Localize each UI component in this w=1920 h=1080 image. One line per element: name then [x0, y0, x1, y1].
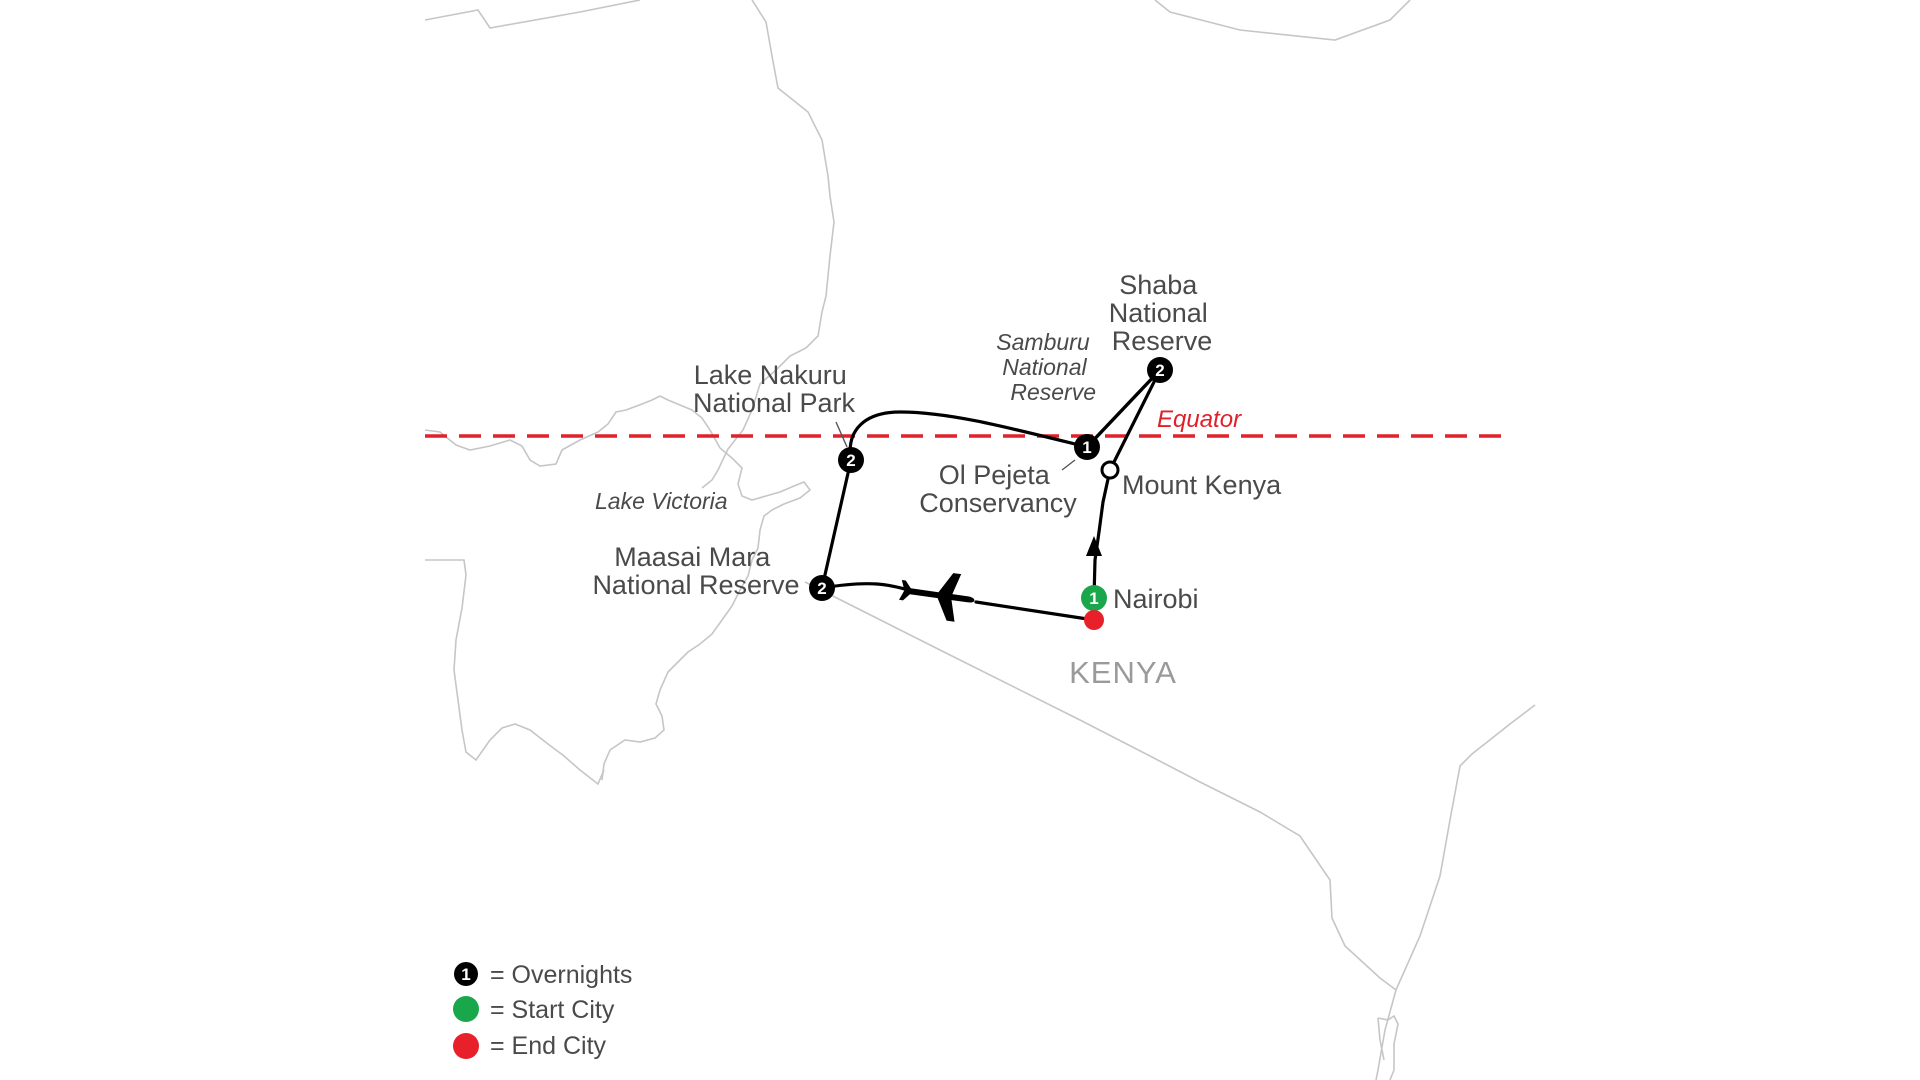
markers: 2 1 2 2 1: [809, 357, 1173, 630]
svg-text:2: 2: [1155, 361, 1164, 380]
label-maasai-mara: Maasai Mara National Reserve: [592, 542, 799, 600]
svg-text:2: 2: [846, 451, 855, 470]
place-labels: Shaba National Reserve Samburu National …: [592, 270, 1282, 690]
route-mount-kenya-shaba: [1108, 368, 1162, 472]
marker-mount-kenya[interactable]: [1100, 460, 1120, 480]
label-nairobi: Nairobi: [1113, 584, 1199, 614]
route-flight-nairobi: [974, 600, 1096, 622]
marker-lake-nakuru[interactable]: 2: [838, 447, 864, 473]
route-direction-arrow: [1086, 536, 1102, 556]
border-coast: [1395, 704, 1536, 991]
svg-text:2: 2: [817, 579, 826, 598]
marker-maasai-mara[interactable]: 2: [809, 575, 835, 601]
legend: 1 = Overnights = Start City = End City: [453, 961, 632, 1060]
route-ol-pejeta-shaba: [1085, 368, 1162, 449]
legend-item-overnights: 1 = Overnights: [454, 961, 632, 989]
route: [820, 368, 1162, 622]
legend-label-end-city: = End City: [490, 1032, 607, 1060]
leader-ol-pejeta: [1061, 459, 1076, 471]
label-samburu: Samburu National Reserve: [996, 329, 1096, 405]
route-ol-pejeta-lake-nakuru: [848, 410, 1089, 462]
label-lake-victoria: Lake Victoria: [595, 488, 728, 514]
legend-item-start-city: = Start City: [453, 996, 615, 1024]
label-lake-nakuru: Lake Nakuru National Park: [693, 360, 856, 418]
route-maasai-mara-flight: [820, 582, 917, 594]
airplane-icon: [899, 573, 975, 622]
border-top-right: [1154, 0, 1411, 41]
marker-shaba[interactable]: 2: [1147, 357, 1173, 383]
label-ol-pejeta: Ol Pejeta Conservancy: [919, 460, 1077, 518]
svg-text:1: 1: [1089, 589, 1098, 608]
border-lake-victoria-east: [601, 447, 812, 781]
leader-lake-nakuru: [835, 421, 848, 448]
legend-overnights-symbol: 1: [461, 965, 470, 984]
equator-label: Equator: [1157, 406, 1242, 433]
border-lake-victoria-north: [424, 395, 721, 467]
border-top-left: [424, 0, 641, 29]
border-lake-victoria-west: [425, 559, 605, 786]
label-country: KENYA: [1069, 655, 1177, 690]
route-nairobi-mount-kenya: [1092, 468, 1112, 600]
legend-label-overnights: = Overnights: [490, 961, 632, 989]
svg-text:1: 1: [1082, 438, 1091, 457]
marker-ol-pejeta[interactable]: 1: [1074, 434, 1100, 460]
label-mount-kenya: Mount Kenya: [1122, 470, 1282, 500]
legend-item-end-city: = End City: [453, 1032, 607, 1060]
marker-nairobi-end[interactable]: [1084, 610, 1104, 630]
pemba-island: [1377, 1014, 1399, 1080]
marker-nairobi-start[interactable]: 1: [1081, 585, 1107, 611]
legend-label-start-city: = Start City: [490, 996, 615, 1024]
borders: [424, 0, 1536, 1080]
border-kenya-tanzania: [804, 581, 1397, 991]
label-shaba: Shaba National Reserve: [1109, 270, 1216, 356]
route-lake-nakuru-maasai-mara: [820, 458, 853, 590]
